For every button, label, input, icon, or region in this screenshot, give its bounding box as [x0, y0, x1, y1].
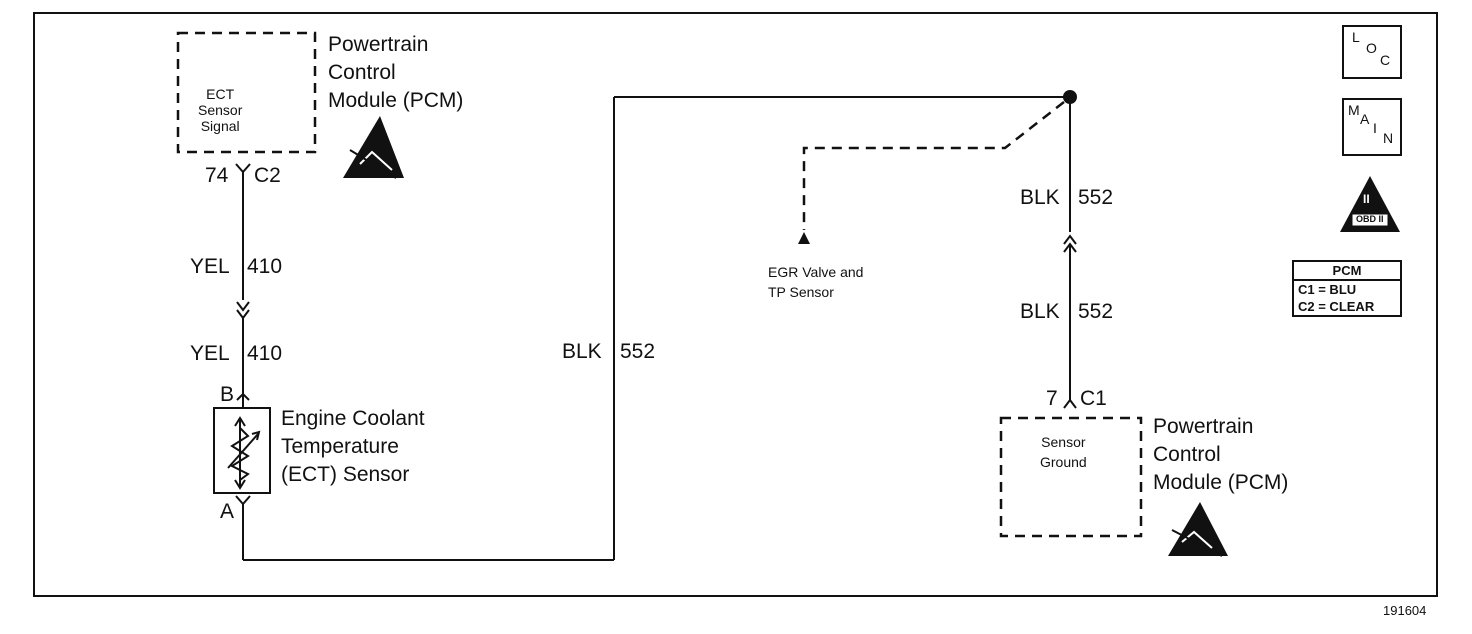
ect-terminal-b: B: [220, 383, 235, 406]
pcm-top-connector: C2: [254, 164, 281, 187]
esd-warning-icon-top: [343, 116, 404, 179]
egr-label: EGR Valve and TP Sensor: [768, 264, 864, 300]
loc-letter-c: C: [1380, 52, 1391, 68]
pcm-table-row-c2: C2 = CLEAR: [1298, 299, 1375, 314]
main-letter-m: M: [1348, 102, 1360, 118]
pcm-top-pin: 74: [205, 164, 229, 187]
ect-terminal-a: A: [220, 500, 235, 523]
pcm-bottom-title: Powertrain Control Module (PCM): [1153, 415, 1289, 494]
obd-numeral: II: [1363, 192, 1370, 206]
wire-yel-410: [235, 163, 251, 408]
ect-sensor-symbol: [213, 407, 271, 494]
wire-left-lower-color: YEL: [190, 342, 230, 365]
egr-arrow: [798, 232, 810, 244]
main-letter-a: A: [1360, 111, 1370, 127]
pcm-top-title: Powertrain Control Module (PCM): [328, 33, 464, 112]
wire-blk-552-right: [1063, 97, 1077, 409]
egr-branch: [802, 101, 1065, 230]
wire-left-upper-color: YEL: [190, 255, 230, 278]
main-icon[interactable]: M A I N: [1342, 98, 1402, 156]
diagram-border: [33, 12, 1438, 597]
obd-text: OBD II: [1356, 214, 1384, 224]
pcm-top-box: [176, 31, 317, 154]
pcm-table-row-c1: C1 = BLU: [1298, 282, 1357, 297]
main-letter-i: I: [1373, 120, 1377, 136]
pcm-top-circuit-label: ECT Sensor Signal: [198, 86, 243, 135]
wire-right-upper-color: BLK: [1020, 186, 1060, 209]
esd-warning-icon-bottom: [1168, 502, 1228, 557]
ect-sensor-title: Engine Coolant Temperature (ECT) Sensor: [281, 407, 425, 486]
loc-icon[interactable]: L O C: [1342, 25, 1402, 79]
obd-ii-icon: [1340, 176, 1400, 232]
pcm-bottom-circuit-label: Sensor Ground: [1040, 434, 1087, 470]
wire-right-upper-num: 552: [1078, 186, 1114, 209]
pcm-bottom-pin: 7: [1046, 387, 1058, 410]
figure-number: 191604: [1383, 603, 1427, 618]
wire-right-lower-color: BLK: [1020, 300, 1060, 323]
wire-middle-num: 552: [620, 340, 656, 363]
pcm-bottom-connector: C1: [1080, 387, 1107, 410]
wire-right-lower-num: 552: [1078, 300, 1114, 323]
pcm-table-header: PCM: [1294, 262, 1400, 281]
pcm-connector-table: PCM C1 = BLU C2 = CLEAR: [1292, 260, 1402, 317]
wire-left-lower-num: 410: [247, 342, 283, 365]
loc-letter-l: L: [1352, 29, 1360, 45]
main-letter-n: N: [1383, 130, 1394, 146]
wire-blk-552-bottom: [235, 96, 1070, 561]
wire-middle-color: BLK: [562, 340, 602, 363]
loc-letter-o: O: [1366, 40, 1377, 56]
wire-left-upper-num: 410: [247, 255, 283, 278]
pcm-bottom-box: [999, 416, 1143, 538]
